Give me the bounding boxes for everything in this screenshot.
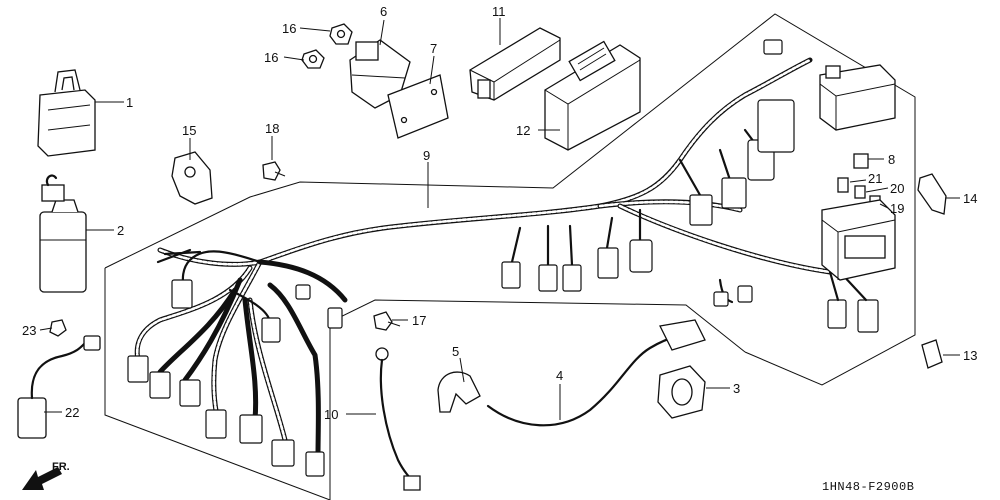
callout-14: 14 bbox=[963, 191, 977, 206]
part-16-nut-upper[interactable] bbox=[329, 23, 353, 45]
callout-10: 10 bbox=[324, 407, 338, 422]
part-21-fuse[interactable] bbox=[837, 177, 849, 193]
part-17-bolt[interactable] bbox=[373, 311, 401, 331]
callout-4: 4 bbox=[556, 368, 563, 383]
callout-numbers: 1 2 3 4 5 6 7 8 9 10 11 12 13 14 15 16 1… bbox=[22, 4, 977, 422]
part-1-cover[interactable] bbox=[37, 69, 96, 157]
harness-connectors-middle bbox=[501, 208, 653, 292]
part-4-cable[interactable] bbox=[486, 319, 706, 427]
callout-leaders bbox=[39, 18, 960, 420]
callout-1: 1 bbox=[126, 95, 133, 110]
part-10-ground-cable[interactable] bbox=[375, 347, 421, 491]
callout-6: 6 bbox=[380, 4, 387, 19]
fuse-relay-base bbox=[821, 199, 896, 281]
harness-connectors-right bbox=[678, 39, 879, 333]
callout-17: 17 bbox=[412, 313, 426, 328]
part-13-clip[interactable] bbox=[921, 339, 943, 369]
callout-20: 20 bbox=[890, 181, 904, 196]
part-12-ecu[interactable] bbox=[544, 40, 641, 151]
part-8-fuse-box[interactable] bbox=[819, 64, 896, 169]
part-11-housing[interactable] bbox=[469, 27, 561, 101]
callout-13: 13 bbox=[963, 348, 977, 363]
callout-16-lower: 16 bbox=[264, 50, 278, 65]
callout-3: 3 bbox=[733, 381, 740, 396]
part-18-bolt[interactable] bbox=[262, 161, 286, 181]
callout-21: 21 bbox=[868, 171, 882, 186]
callout-12: 12 bbox=[516, 123, 530, 138]
harness-connectors-left bbox=[127, 279, 343, 477]
callout-22: 22 bbox=[65, 405, 79, 420]
callout-5: 5 bbox=[452, 344, 459, 359]
front-label: FR. bbox=[52, 461, 70, 473]
part-9-main-harness[interactable] bbox=[134, 57, 833, 458]
part-16-nut-lower[interactable] bbox=[301, 49, 325, 69]
callout-8: 8 bbox=[888, 152, 895, 167]
callout-23: 23 bbox=[22, 323, 36, 338]
harness-group-outline bbox=[104, 13, 916, 500]
callout-15: 15 bbox=[182, 123, 196, 138]
part-20-fuse[interactable] bbox=[854, 185, 866, 199]
callout-16-upper: 16 bbox=[282, 21, 296, 36]
diagram-reference-code: 1HN48-F2900B bbox=[822, 480, 914, 494]
part-7-plate[interactable] bbox=[387, 74, 449, 139]
part-2-unit[interactable] bbox=[39, 174, 87, 293]
part-5-cap[interactable] bbox=[437, 371, 481, 413]
callout-19: 19 bbox=[890, 201, 904, 216]
front-arrow-icon bbox=[22, 467, 62, 490]
part-14-bracket[interactable] bbox=[917, 173, 947, 215]
part-3-sleeve[interactable] bbox=[657, 365, 706, 419]
callout-7: 7 bbox=[430, 41, 437, 56]
callout-11: 11 bbox=[492, 4, 506, 19]
part-23-clip[interactable] bbox=[49, 319, 67, 337]
callout-9: 9 bbox=[423, 148, 430, 163]
callout-18: 18 bbox=[265, 121, 279, 136]
part-6-module[interactable] bbox=[349, 39, 411, 109]
part-15-bracket[interactable] bbox=[171, 151, 213, 205]
part-22-sensor[interactable] bbox=[17, 335, 101, 439]
callout-2: 2 bbox=[117, 223, 124, 238]
